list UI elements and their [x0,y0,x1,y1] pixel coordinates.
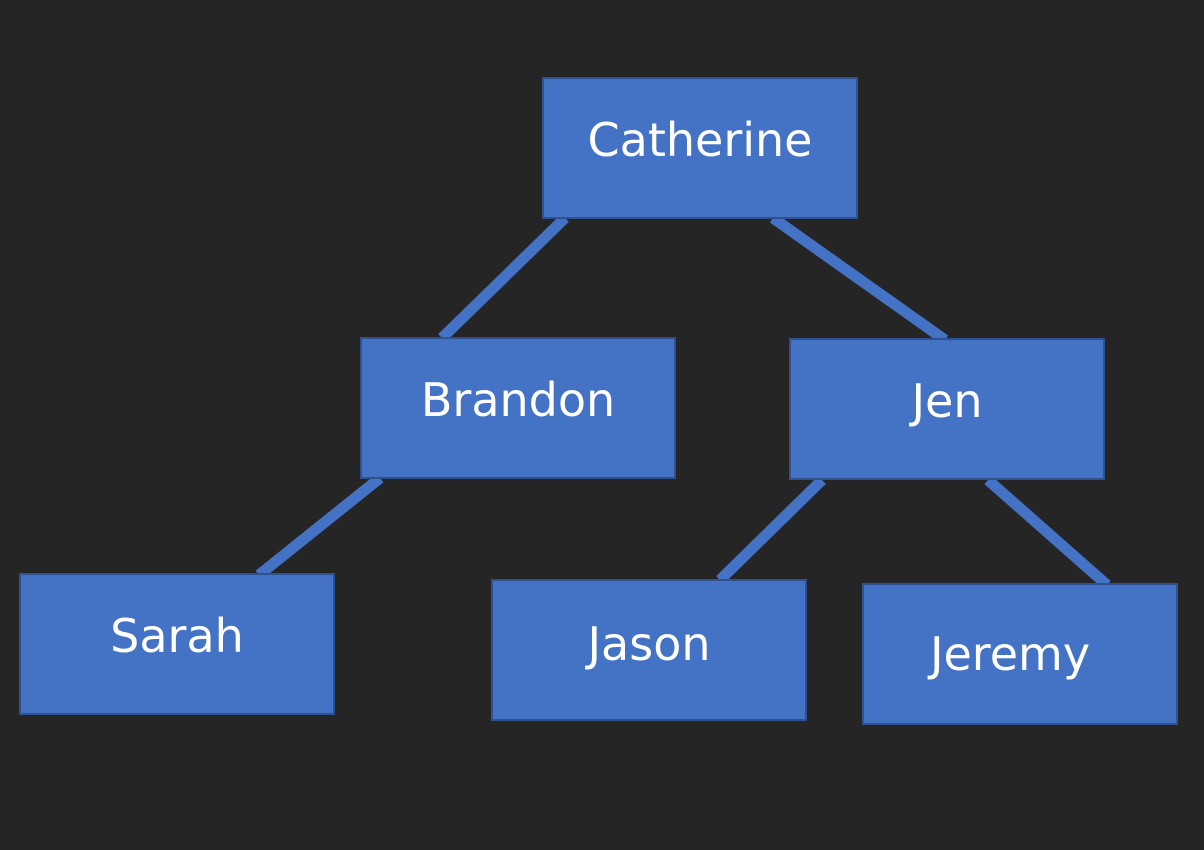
edge-jen-jason [716,476,826,584]
node-jeremy[interactable]: Jeremy [862,583,1178,725]
edge-brandon-sarah [255,473,384,580]
node-brandon[interactable]: Brandon [360,337,676,479]
edge-catherine-jen [769,213,949,345]
edge-jen-jeremy [984,475,1111,590]
node-jen[interactable]: Jen [789,338,1105,480]
node-catherine[interactable]: Catherine [542,77,858,219]
node-label: Jen [911,374,983,428]
node-label: Jeremy [929,627,1091,681]
node-label: Catherine [587,113,813,167]
edge-catherine-brandon [438,214,569,342]
node-jason[interactable]: Jason [491,579,807,721]
node-label: Sarah [110,609,244,663]
node-label: Jason [587,617,711,671]
node-sarah[interactable]: Sarah [19,573,335,715]
node-label: Brandon [420,373,616,427]
